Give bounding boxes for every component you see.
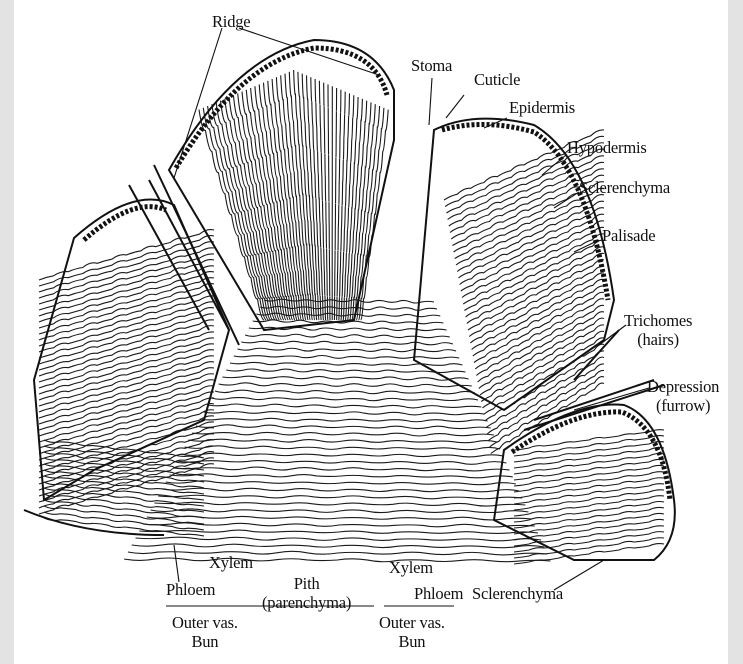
cell-wall-line bbox=[359, 108, 384, 320]
cell-wall-line bbox=[238, 348, 457, 351]
cell-wall-line bbox=[124, 558, 550, 562]
label-phloem-right: Phloem bbox=[414, 586, 463, 603]
cell-wall-line bbox=[136, 537, 542, 541]
cell-wall-line bbox=[463, 234, 604, 304]
label-pith-title: Pith bbox=[262, 575, 351, 594]
trichome-pointer-line bbox=[599, 325, 626, 345]
depression-pointer-line bbox=[574, 388, 649, 410]
label-bun-right: Bun bbox=[379, 633, 445, 652]
cell-wall-line bbox=[472, 279, 604, 349]
cell-wall-line bbox=[166, 481, 516, 485]
cell-wall-line bbox=[170, 474, 513, 478]
cell-wall-line bbox=[225, 99, 277, 320]
label-epidermis: Epidermis bbox=[509, 100, 575, 117]
cell-wall-line bbox=[230, 362, 462, 365]
cell-wall-line bbox=[478, 312, 604, 382]
label-pith-note: (parenchyma) bbox=[262, 594, 351, 613]
cell-wall-line bbox=[222, 376, 468, 380]
phloem-left-pointer-line bbox=[174, 545, 179, 582]
label-palisade: Palisade bbox=[602, 228, 655, 245]
cell-wall-line bbox=[234, 355, 459, 358]
cell-wall-line bbox=[259, 84, 295, 320]
cell-wall-line bbox=[241, 341, 453, 345]
cell-wall-line bbox=[200, 418, 488, 421]
label-ridge: Ridge bbox=[212, 14, 250, 31]
cell-wall-line bbox=[474, 292, 604, 362]
label-outer-vas-right-title: Outer vas. bbox=[379, 614, 445, 633]
cell-wall-line bbox=[211, 398, 478, 401]
cell-wall-line bbox=[151, 509, 529, 513]
cell-wall-line bbox=[185, 446, 501, 450]
epidermis-bands bbox=[84, 48, 670, 500]
trichome-right-1 bbox=[574, 330, 619, 380]
cell-wall-line bbox=[334, 88, 336, 320]
cell-wall-line bbox=[514, 430, 664, 450]
label-hypodermis: Hypodermis bbox=[567, 140, 647, 157]
ridge-pointer-line-2 bbox=[239, 28, 379, 75]
cell-wall-line bbox=[345, 97, 358, 320]
cell-wall-line bbox=[188, 439, 497, 443]
label-trichomes: Trichomes (hairs) bbox=[624, 312, 692, 350]
label-trichomes-title: Trichomes bbox=[624, 312, 692, 331]
left-lobe-epidermis bbox=[84, 207, 166, 240]
label-outer-vas-right: Outer vas. Bun bbox=[379, 614, 445, 652]
cell-wall-line bbox=[139, 530, 538, 533]
cell-wall-line bbox=[468, 260, 604, 330]
stem-cross-section-figure: Ridge Stoma Cuticle Epidermis Hypodermis… bbox=[14, 0, 728, 664]
label-xylem-right: Xylem bbox=[389, 560, 433, 577]
stoma-pointer-line bbox=[429, 78, 432, 125]
cell-wall-line bbox=[219, 383, 472, 387]
cell-wall-line bbox=[204, 411, 485, 414]
cell-wall-line bbox=[181, 453, 504, 457]
cell-wall-line bbox=[328, 84, 330, 320]
cell-wall-line bbox=[469, 266, 604, 336]
label-sclerenchyma-bottom: Sclerenchyma bbox=[472, 586, 563, 603]
cell-wall-line bbox=[491, 383, 604, 453]
cell-wall-line bbox=[158, 495, 522, 499]
label-depression: Depression (furrow) bbox=[647, 378, 719, 416]
cell-wall-line bbox=[482, 338, 604, 408]
label-depression-title: Depression bbox=[647, 378, 719, 397]
cell-wall-line bbox=[162, 488, 519, 492]
stem-tissue-drawing bbox=[14, 0, 728, 664]
cell-wall-line bbox=[215, 390, 475, 394]
cell-wall-line bbox=[132, 544, 545, 548]
cell-wall-line bbox=[229, 97, 279, 320]
label-phloem-left: Phloem bbox=[166, 582, 215, 599]
label-bun-left: Bun bbox=[172, 633, 238, 652]
label-depression-note: (furrow) bbox=[647, 397, 719, 416]
label-outer-vas-left: Outer vas. Bun bbox=[172, 614, 238, 652]
label-cuticle: Cuticle bbox=[474, 72, 520, 89]
cell-wall-line bbox=[128, 551, 548, 555]
label-outer-vas-left-title: Outer vas. bbox=[172, 614, 238, 633]
label-stoma: Stoma bbox=[411, 58, 452, 75]
label-sclerenchyma-top: Sclerenchyma bbox=[579, 180, 670, 197]
cuticle-pointer-line bbox=[446, 95, 464, 118]
cell-wall-line bbox=[154, 502, 525, 506]
label-pith: Pith (parenchyma) bbox=[262, 575, 351, 613]
label-trichomes-note: (hairs) bbox=[624, 331, 692, 350]
cell-wall-line bbox=[173, 467, 509, 471]
cell-wall-line bbox=[199, 110, 264, 320]
cell-wall-line bbox=[207, 404, 481, 408]
cell-wall-line bbox=[192, 432, 494, 436]
cell-wall-line bbox=[307, 75, 320, 320]
cell-wall-line bbox=[245, 334, 450, 337]
cell-wall-line bbox=[177, 461, 506, 465]
cell-wall-line bbox=[196, 425, 491, 429]
cell-wall-line bbox=[473, 286, 604, 356]
label-xylem-left: Xylem bbox=[209, 555, 253, 572]
cell-wall-line bbox=[490, 377, 604, 447]
cell-wall-line bbox=[147, 516, 532, 520]
